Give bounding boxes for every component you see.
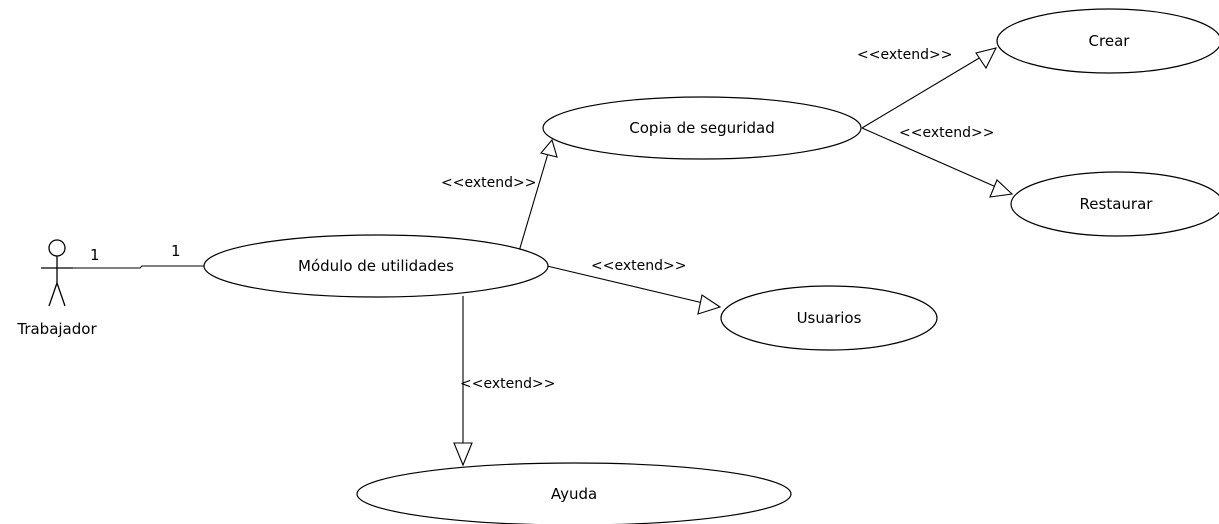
extend-arrowhead bbox=[975, 47, 998, 70]
use-case-label: Copia de seguridad bbox=[629, 119, 774, 137]
use-case-ellipse bbox=[203, 234, 549, 298]
extend-label: <<extend>> bbox=[460, 376, 555, 392]
extend-copia-crear[interactable]: <<extend>> bbox=[857, 47, 998, 129]
association-path bbox=[61, 265, 206, 269]
extend-arrowhead bbox=[453, 442, 473, 467]
extend-modulo-ayuda[interactable]: <<extend>> bbox=[453, 296, 555, 467]
use-case-ellipse bbox=[720, 285, 938, 351]
use-case-label: Crear bbox=[1089, 32, 1131, 50]
use-case-modulo-utilidades[interactable]: Módulo de utilidades bbox=[203, 234, 549, 298]
extend-label: <<extend>> bbox=[899, 125, 994, 141]
extend-copia-restaurar[interactable]: <<extend>> bbox=[861, 125, 1014, 198]
use-case-ellipse bbox=[356, 462, 792, 524]
use-case-label: Usuarios bbox=[797, 309, 862, 327]
extend-line bbox=[861, 127, 1013, 195]
extend-arrowhead bbox=[697, 294, 722, 315]
use-case-ellipse bbox=[996, 8, 1219, 74]
extend-line bbox=[861, 47, 997, 129]
use-case-copia-seguridad[interactable]: Copia de seguridad bbox=[542, 96, 862, 160]
association-multiplicity-actor: 1 bbox=[90, 246, 100, 264]
use-case-crear[interactable]: Crear bbox=[996, 8, 1219, 74]
association-line[interactable]: 1 1 bbox=[61, 242, 206, 269]
extend-line bbox=[546, 265, 721, 308]
extend-label: <<extend>> bbox=[441, 175, 536, 191]
actor-head bbox=[48, 239, 66, 257]
extend-modulo-usuarios[interactable]: <<extend>> bbox=[546, 258, 722, 315]
use-case-ellipse bbox=[542, 96, 862, 160]
extend-arrowhead bbox=[540, 138, 558, 158]
extend-label: <<extend>> bbox=[591, 258, 686, 274]
use-case-ayuda[interactable]: Ayuda bbox=[356, 462, 792, 524]
actor-left-leg bbox=[48, 282, 58, 307]
actor-trabajador[interactable]: Trabajador bbox=[16, 239, 97, 338]
use-case-ellipse bbox=[1010, 171, 1219, 237]
use-case-restaurar[interactable]: Restaurar bbox=[1010, 171, 1219, 237]
extend-label: <<extend>> bbox=[857, 47, 952, 63]
use-case-label: Ayuda bbox=[551, 485, 597, 503]
actor-name: Trabajador bbox=[16, 320, 97, 338]
use-case-label: Restaurar bbox=[1080, 195, 1154, 213]
use-case-usuarios[interactable]: Usuarios bbox=[720, 285, 938, 351]
association-multiplicity-usecase: 1 bbox=[171, 242, 181, 260]
extend-arrowhead bbox=[989, 179, 1014, 198]
actor-right-leg bbox=[56, 282, 66, 307]
use-case-label: Módulo de utilidades bbox=[298, 257, 454, 275]
